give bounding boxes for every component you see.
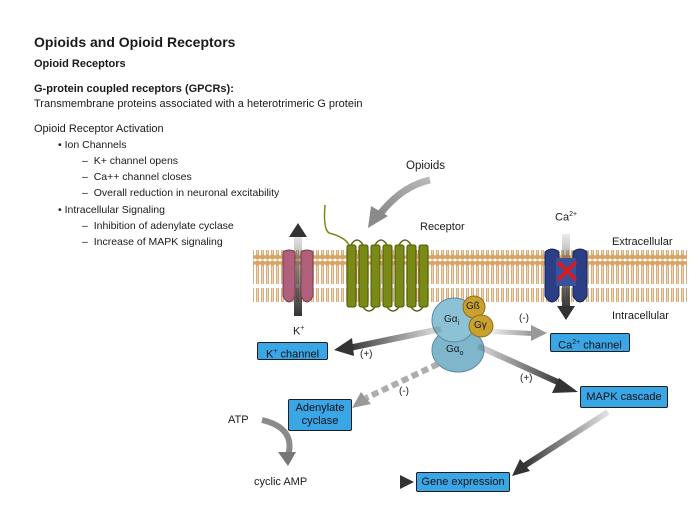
ca-channel-box-rest: channel xyxy=(580,339,622,352)
g-alpha-o-label: Gαo xyxy=(446,344,463,357)
ca-ion-label: Ca2+ xyxy=(555,211,577,224)
opioids-label: Opioids xyxy=(406,160,445,172)
intracellular-label: Intracellular xyxy=(612,310,669,322)
k-effect-sign: (+) xyxy=(360,349,373,360)
g-alpha-o-sub: o xyxy=(459,350,464,357)
g-gamma-label: Gγ xyxy=(474,320,487,331)
adenylate-line2: cyclase xyxy=(301,415,339,427)
subbullet-mapk: Increase of MAPK signaling xyxy=(82,236,223,248)
arrow-to-adenylate-shaft xyxy=(364,361,440,401)
ca-channel-box: Ca2+ channel xyxy=(550,333,630,352)
arrow-to-ca-channel-head xyxy=(531,325,547,341)
ca-ion-base: Ca xyxy=(555,211,570,224)
camp-to-gene-arrow-head xyxy=(400,475,414,489)
g-beta-label: Gß xyxy=(466,301,480,312)
mapk-cascade-box: MAPK cascade xyxy=(580,386,668,408)
ca-effect-sign: (-) xyxy=(519,313,529,324)
receptor-tail xyxy=(323,204,350,246)
subbullet-inhibition: Inhibition of adenylate cyclase xyxy=(82,220,234,232)
adenylate-effect-sign: (-) xyxy=(399,386,409,397)
arrow-to-adenylate-head xyxy=(352,392,371,408)
activation-heading: Opioid Receptor Activation xyxy=(34,123,164,135)
k-ion-charge: + xyxy=(300,325,305,332)
ca-influx-arrow-head xyxy=(557,306,575,320)
ca-ion-charge: 2+ xyxy=(569,211,578,218)
mapk-to-gene-arrow-head xyxy=(512,459,530,476)
subbullet-reduction: Overall reduction in neuronal excitabili… xyxy=(82,187,280,199)
extracellular-label: Extracellular xyxy=(612,236,673,248)
k-channel-box-base: K xyxy=(265,348,274,361)
k-channel-box-charge: + xyxy=(273,348,278,355)
bullet-ion-channels: Ion Channels xyxy=(58,139,127,151)
receptor-label: Receptor xyxy=(420,221,465,233)
cyclic-amp-label: cyclic AMP xyxy=(254,476,308,488)
mapk-effect-sign: (+) xyxy=(520,373,533,384)
atp-label: ATP xyxy=(228,414,249,426)
g-alpha-i-label: Gαi xyxy=(444,314,459,327)
adenylate-line1: Adenylate xyxy=(295,402,345,414)
opioids-arrow-head xyxy=(368,206,388,228)
arrow-to-mapk-head xyxy=(552,378,578,393)
bullet-intracellular: Intracellular Signaling xyxy=(58,204,165,216)
k-ion-label: K+ xyxy=(293,325,304,338)
page-title: Opioids and Opioid Receptors xyxy=(34,34,236,50)
ca-channel-box-base: Ca xyxy=(558,339,573,352)
g-gamma-subunit xyxy=(468,314,494,338)
g-alpha-o-base: Gα xyxy=(446,344,460,355)
subbullet-ca-closes: Ca++ channel closes xyxy=(82,171,192,183)
k-channel-protein xyxy=(282,249,314,303)
k-channel-box-rest: channel xyxy=(277,348,320,361)
section-heading: Opioid Receptors xyxy=(34,58,126,70)
subbullet-k-opens: K+ channel opens xyxy=(82,155,178,167)
mapk-to-gene-arrow-shaft xyxy=(522,409,610,469)
opioids-arrow-shaft xyxy=(377,176,431,217)
atp-to-camp-arrow xyxy=(261,417,293,457)
gene-expression-box: Gene expression xyxy=(416,472,510,492)
g-alpha-i-base: Gα xyxy=(444,314,458,325)
ca-block-x-icon xyxy=(556,260,578,282)
k-channel-box: K+ channel xyxy=(257,342,328,361)
cell-membrane xyxy=(253,250,687,302)
receptor-loops xyxy=(350,239,424,312)
gpcr-description: Transmembrane proteins associated with a… xyxy=(34,98,363,110)
gpcr-heading: G-protein coupled receptors (GPCRs): xyxy=(34,83,234,95)
atp-to-camp-arrow-head xyxy=(278,452,296,466)
k-efflux-arrow-shaft xyxy=(294,234,302,316)
opioid-receptor xyxy=(346,244,429,308)
arrow-to-mapk-shaft xyxy=(476,343,564,387)
arrow-to-ca-channel-shaft xyxy=(492,329,532,336)
arrow-to-k-channel-head xyxy=(334,338,354,356)
arrow-to-k-channel xyxy=(348,326,442,351)
k-ion-base: K xyxy=(293,325,301,338)
ca-channel-box-charge: 2+ xyxy=(572,339,581,346)
g-alpha-i-sub: i xyxy=(457,320,460,327)
k-efflux-arrow-head xyxy=(289,223,307,237)
